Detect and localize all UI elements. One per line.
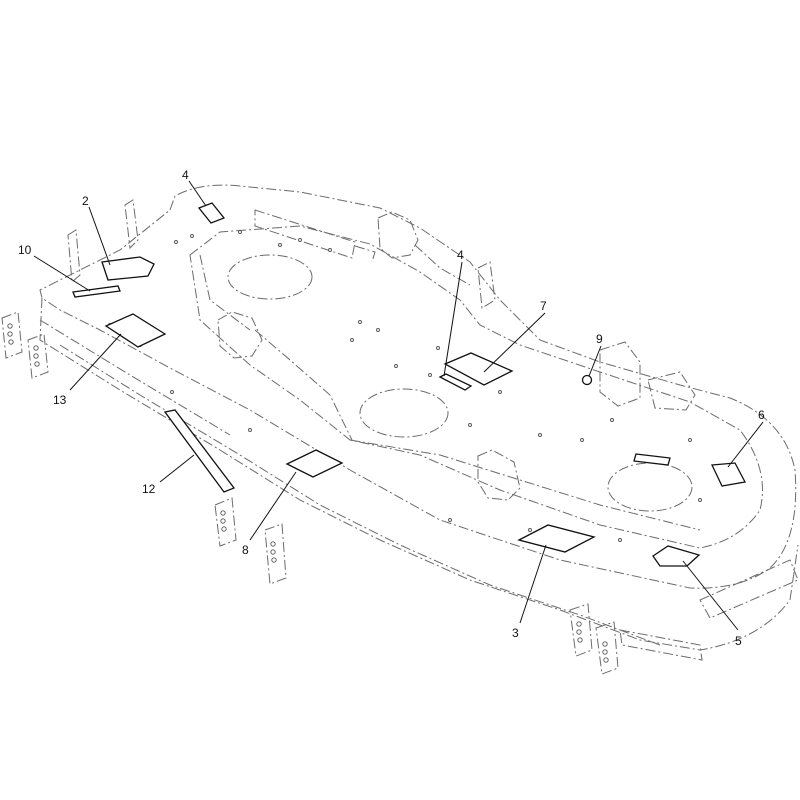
decal-6-strip [633,453,671,466]
decal-7 [443,352,514,386]
callout-8: 8 [242,543,249,557]
callout-5: 5 [735,634,742,648]
decal-2 [101,256,155,281]
decal-10 [72,285,121,298]
callout-12: 12 [142,482,156,496]
decal-12 [163,409,236,493]
hanger-holes [7,323,609,663]
decal-4-rear [197,202,226,224]
callout-4-mid: 4 [457,248,464,262]
decal-8 [285,449,344,478]
callout-10: 10 [18,243,32,257]
callout-13: 13 [53,393,67,407]
callouts: 2 4 4 10 7 9 13 6 12 8 3 5 [18,168,765,648]
callout-9: 9 [596,332,603,346]
decal-6 [711,462,746,487]
callout-7: 7 [540,299,547,313]
decal-9 [581,374,593,386]
decal-4-mid [438,373,473,391]
decal-13 [104,313,167,348]
callout-2: 2 [82,194,89,208]
leader-lines [33,180,764,631]
decal-3 [517,524,596,553]
deck-brackets [1,199,799,675]
callout-3: 3 [512,626,519,640]
deck-holes [108,230,702,542]
decals [72,202,746,567]
callout-6: 6 [758,408,765,422]
deck-outline [39,184,799,651]
callout-4-rear: 4 [182,168,189,182]
decal-5 [652,545,701,567]
